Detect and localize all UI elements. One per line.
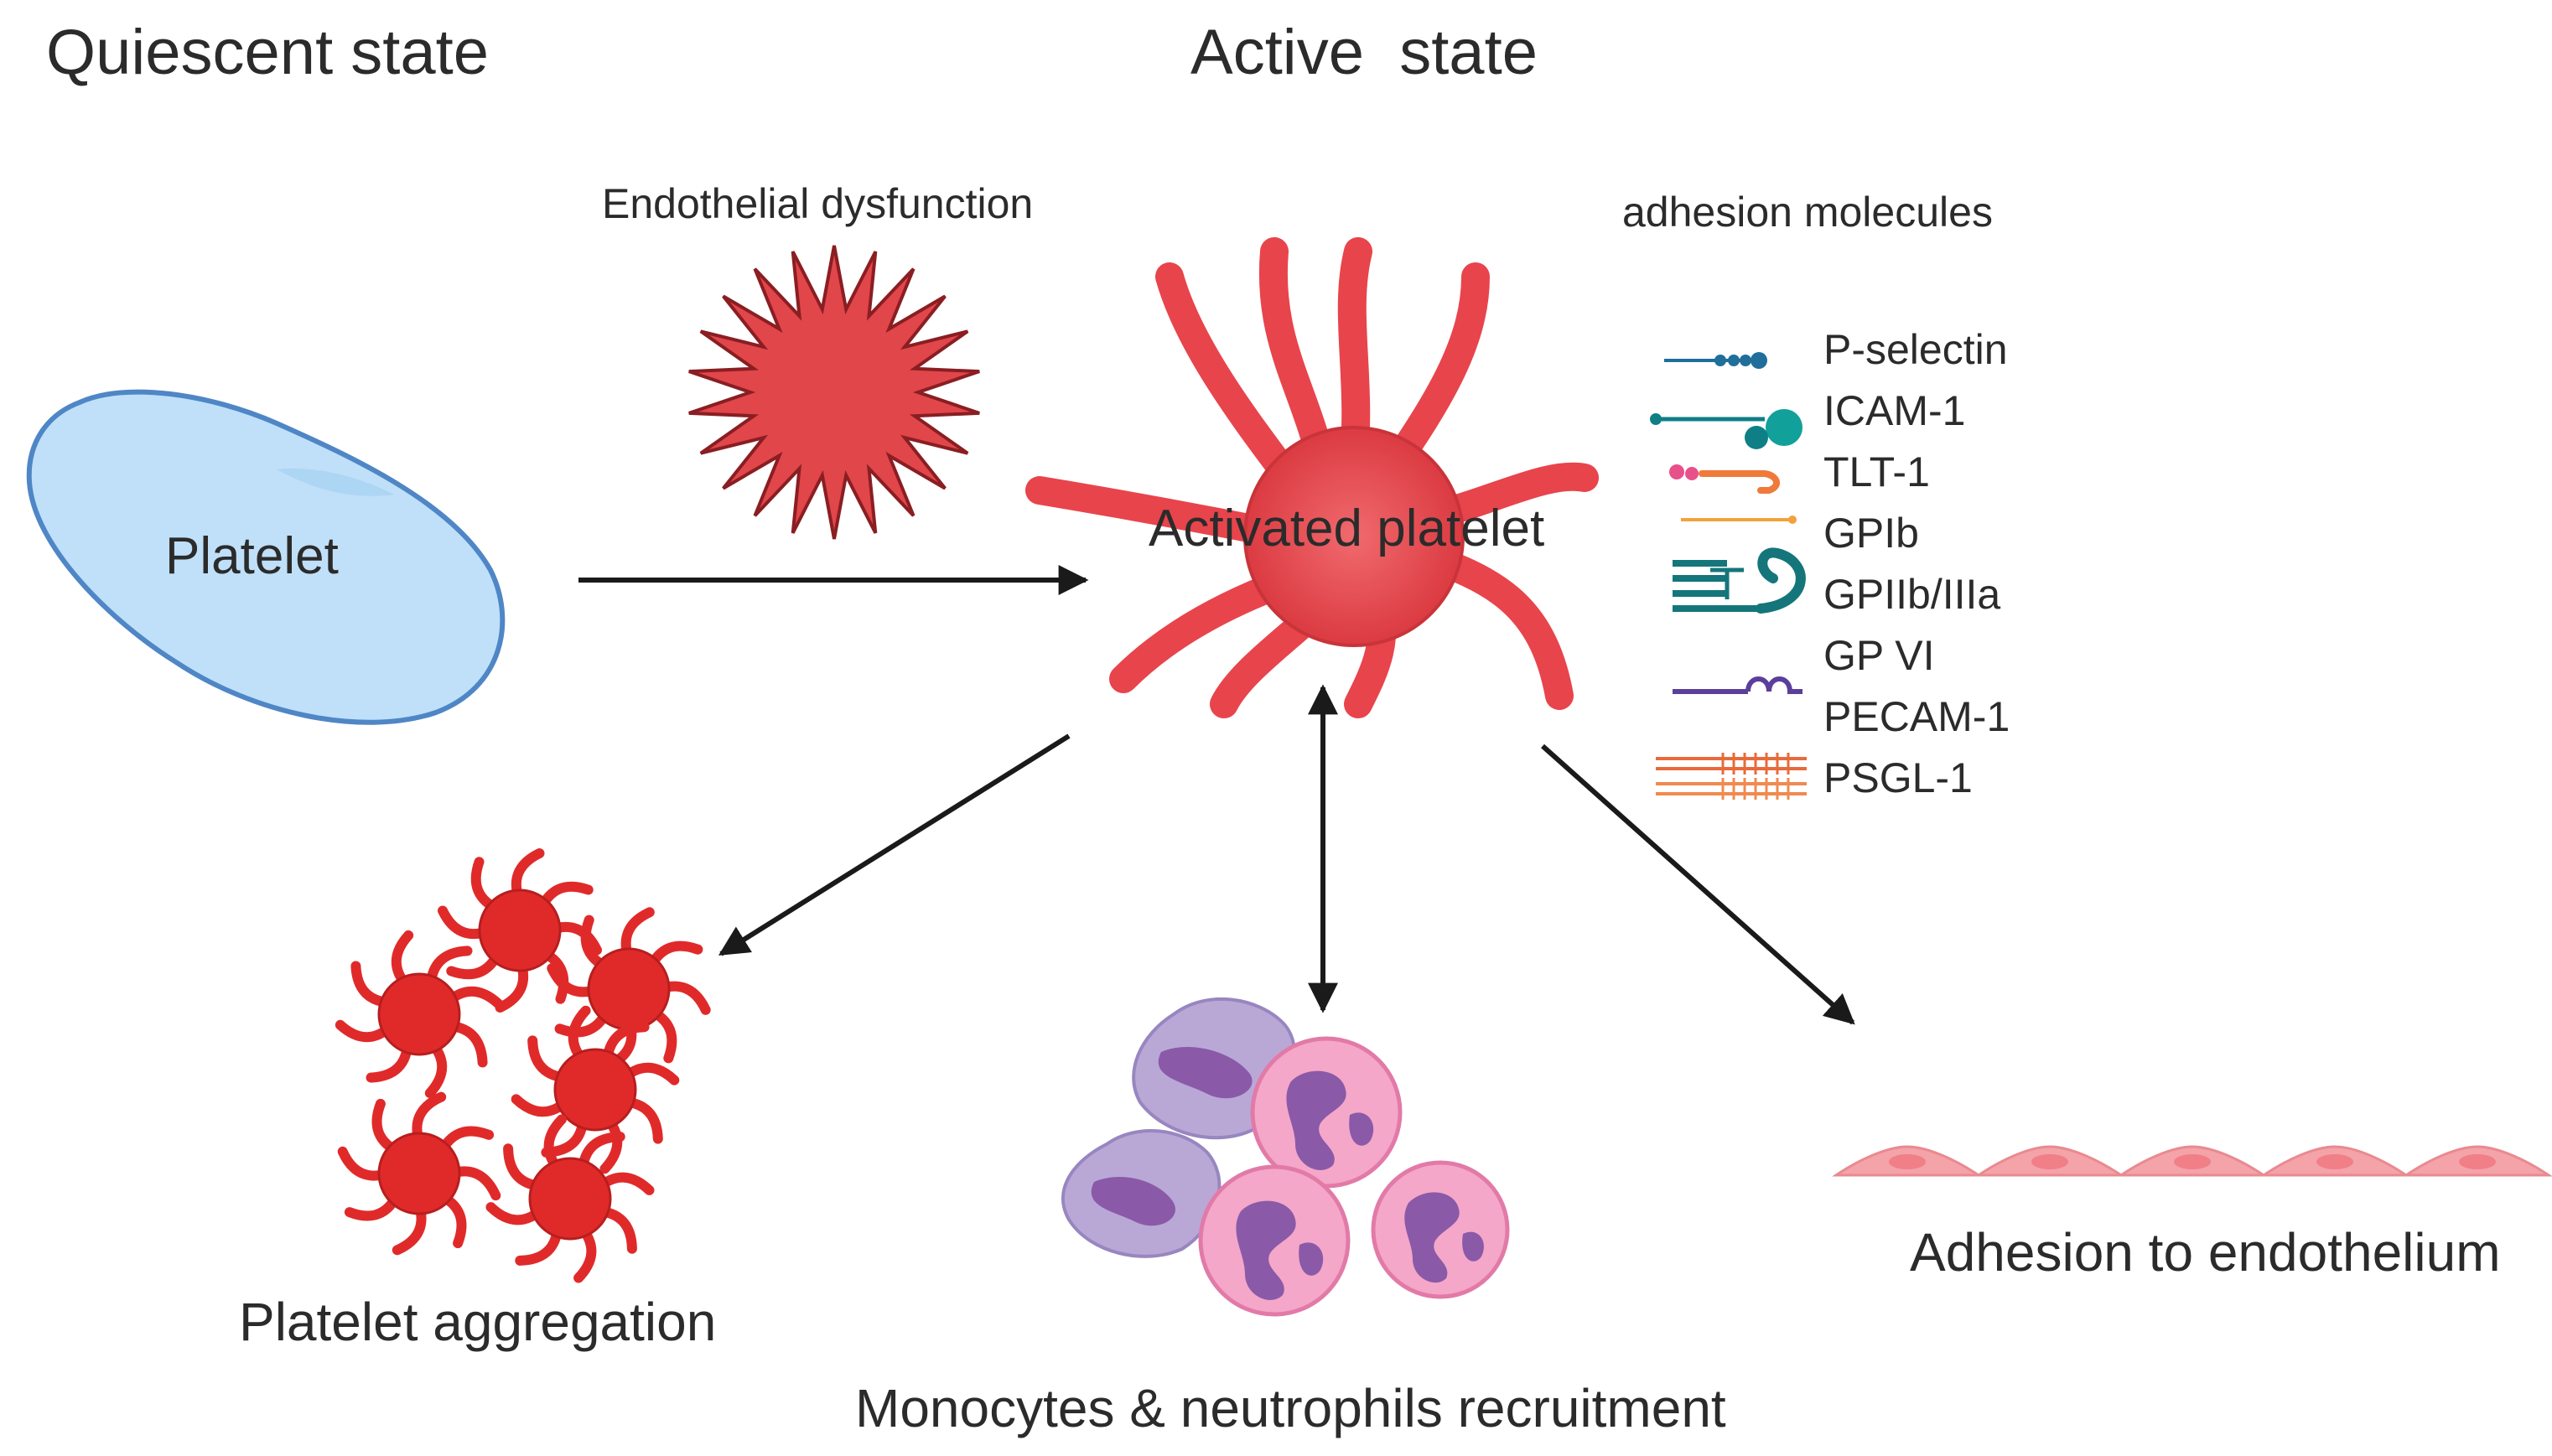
aggregated-platelet [438,848,602,1013]
leukocyte-cluster [1061,997,1510,1317]
platelet-highlight [277,469,394,496]
gpib-icon [1681,516,1797,524]
tlt-1-icon [1669,464,1780,494]
molecule-label-p-selectin: P-selectin [1823,326,2008,373]
platelet-shape [26,389,506,725]
aggregated-platelet [511,1005,680,1174]
endothelial-dysfunction-burst [688,245,980,540]
icam-1-icon [1650,409,1802,449]
molecule-label-gp-vi: GP VI [1823,632,1935,679]
aggregated-platelet [337,1091,501,1256]
molecule-label-psgl-1: PSGL-1 [1823,754,1973,801]
adhesion-molecules-title: adhesion molecules [1622,189,1993,236]
molecule-label-icam-1: ICAM-1 [1823,387,1966,434]
psgl-1-icon [1656,778,1807,800]
platelet-label: Platelet [165,527,339,585]
gp-vi-icon [1673,676,1802,694]
active-state-heading: Active state [1190,17,1538,88]
arrow-to-aggregation [718,733,1071,956]
p-selectin-icon [1664,352,1767,369]
aggregated-platelet [335,930,504,1099]
monocyte-2 [1061,1129,1222,1258]
endothelial-cell [1832,1145,1983,1177]
platelet-aggregate [335,848,711,1283]
aggregated-platelet [485,1114,655,1283]
neutrophil-3 [1371,1160,1510,1299]
endothelial-dysfunction-label: Endothelial dysfunction [602,180,1034,227]
molecule-label-gpib: GPIb [1823,510,1919,557]
molecule-label-pecam-1: PECAM-1 [1823,693,2010,740]
platelet-aggregation-label: Platelet aggregation [239,1292,717,1352]
activated-platelet-label: Activated platelet [1149,500,1545,557]
quiescent-state-heading: Quiescent state [46,17,490,88]
molecule-label-tlt-1: TLT-1 [1823,448,1930,495]
adhesion-to-endothelium-label: Adhesion to endothelium [1910,1222,2501,1282]
endothelium-layer [1832,1145,2552,1177]
endothelial-cell [1974,1145,2125,1177]
endothelial-cell [2259,1145,2410,1177]
endothelial-cell [2117,1145,2268,1177]
activated-platelet-cell [1025,237,1599,718]
neutrophil-1 [1250,1036,1403,1189]
activated-platelet-body [1243,426,1465,647]
pecam-1-icon [1656,753,1807,775]
molecule-label-gpiib-iiia: GPIIb/IIIa [1823,571,2001,618]
molecule-icons [1650,352,1807,800]
gpiib-iiia-icon [1673,547,1806,614]
arrow-to-endothelium [1541,744,1855,1025]
recruitment-label: Monocytes & neutrophils recruitment [855,1378,1726,1438]
neutrophil-2 [1198,1164,1351,1317]
endothelial-cell [2402,1145,2552,1177]
